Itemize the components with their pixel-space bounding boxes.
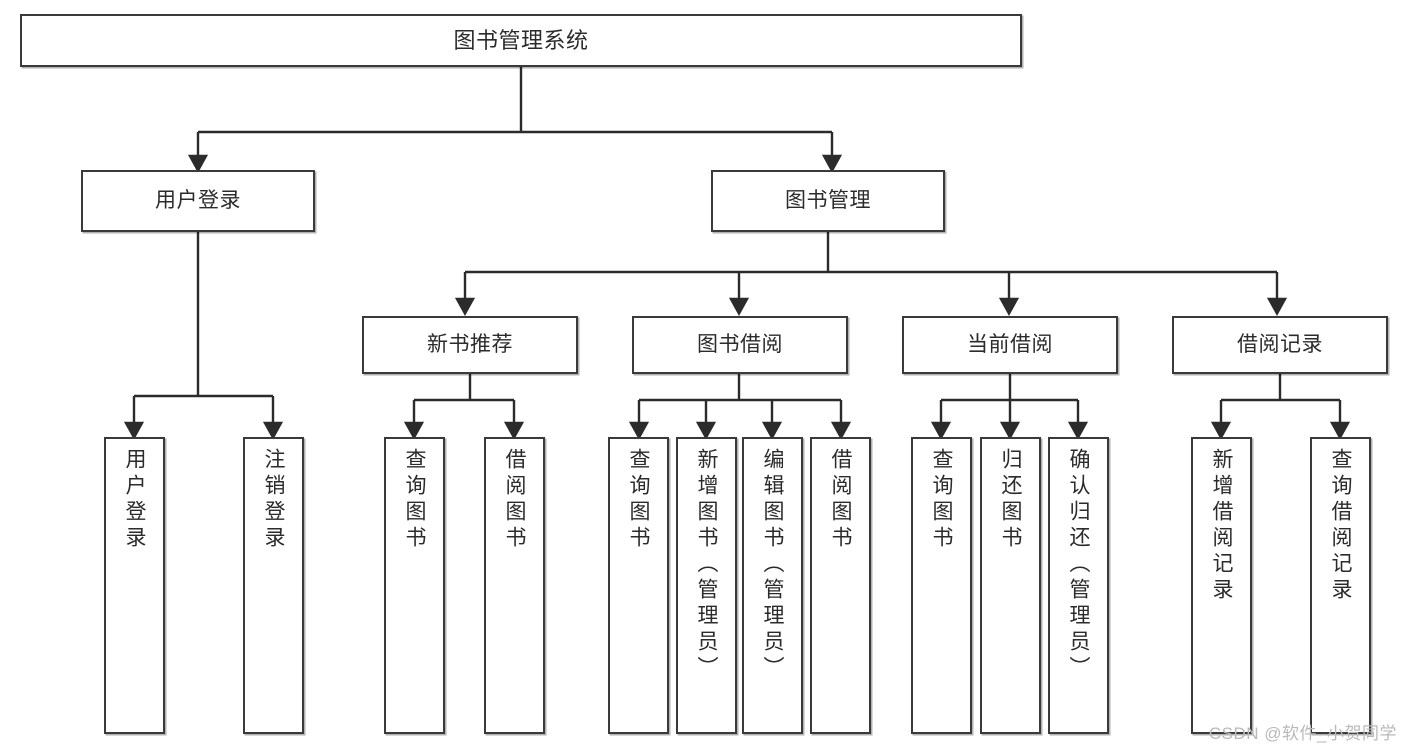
node-label: 借阅记录 — [1237, 332, 1323, 356]
leaf-book-borrow-add-admin[interactable]: 新增图书（管理员） — [676, 437, 737, 734]
leaf-new-book-query[interactable]: 查询图书 — [384, 437, 445, 734]
node-label: 图书借阅 — [697, 332, 783, 356]
leaf-new-book-borrow[interactable]: 借阅图书 — [484, 437, 545, 734]
leaf-user-login-logout[interactable]: 注销登录 — [243, 437, 304, 734]
node-label: 编辑图书（管理员） — [761, 448, 784, 682]
leaf-user-login-login[interactable]: 用户登录 — [104, 437, 165, 734]
node-label: 归还图书 — [999, 448, 1022, 552]
node-root-book-management-system[interactable]: 图书管理系统 — [20, 14, 1022, 67]
node-label: 新书推荐 — [427, 332, 513, 356]
node-label: 用户登录 — [123, 448, 146, 552]
node-label: 图书管理系统 — [453, 27, 589, 53]
node-label: 借阅图书 — [503, 448, 526, 552]
node-label: 当前借阅 — [967, 332, 1053, 356]
node-label: 查询图书 — [627, 448, 650, 552]
leaf-book-borrow-edit-admin[interactable]: 编辑图书（管理员） — [742, 437, 803, 734]
node-label: 注销登录 — [262, 448, 285, 552]
node-label: 确认归还（管理员） — [1067, 448, 1090, 682]
node-label: 查询图书 — [930, 448, 953, 552]
leaf-book-borrow-borrow[interactable]: 借阅图书 — [810, 437, 871, 734]
leaf-current-borrow-confirm-return-admin[interactable]: 确认归还（管理员） — [1048, 437, 1109, 734]
node-current-borrow[interactable]: 当前借阅 — [902, 316, 1118, 374]
leaf-current-borrow-query[interactable]: 查询图书 — [911, 437, 972, 734]
watermark-text: CSDN @软件_小贺同学 — [1208, 724, 1397, 743]
leaf-book-borrow-query[interactable]: 查询图书 — [608, 437, 669, 734]
node-book-management[interactable]: 图书管理 — [711, 170, 945, 232]
node-label: 新增借阅记录 — [1210, 448, 1233, 604]
node-borrow-record[interactable]: 借阅记录 — [1172, 316, 1388, 374]
node-user-login[interactable]: 用户登录 — [81, 170, 315, 232]
leaf-current-borrow-return[interactable]: 归还图书 — [980, 437, 1041, 734]
node-new-book-recommend[interactable]: 新书推荐 — [362, 316, 578, 374]
node-label: 图书管理 — [785, 188, 871, 212]
node-label: 新增图书（管理员） — [695, 448, 718, 682]
leaf-borrow-record-add[interactable]: 新增借阅记录 — [1191, 437, 1252, 734]
node-book-borrow[interactable]: 图书借阅 — [632, 316, 848, 374]
node-label: 查询图书 — [403, 448, 426, 552]
leaf-borrow-record-query[interactable]: 查询借阅记录 — [1310, 437, 1371, 734]
node-label: 用户登录 — [155, 188, 241, 212]
node-label: 借阅图书 — [829, 448, 852, 552]
node-label: 查询借阅记录 — [1329, 448, 1352, 604]
